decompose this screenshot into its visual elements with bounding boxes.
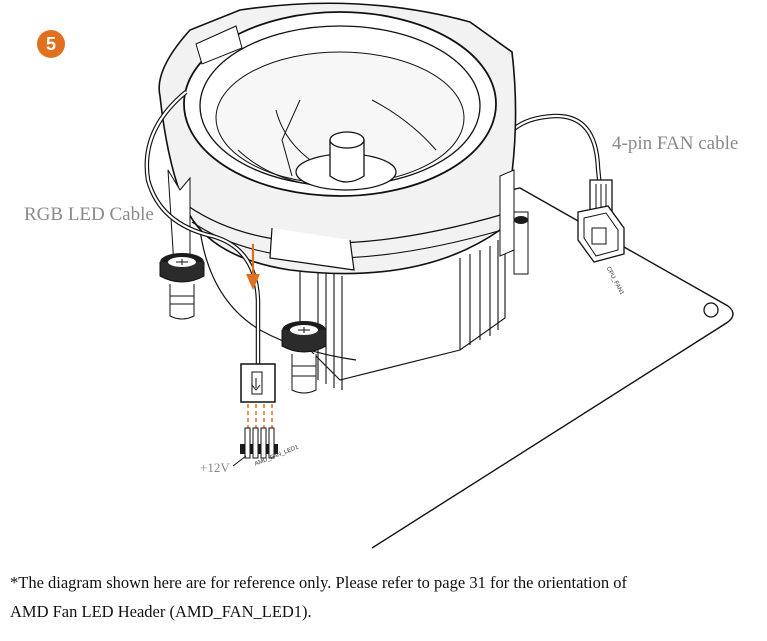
mounting-screw-left: [159, 253, 205, 320]
note-line-1: *The diagram shown here are for referenc…: [10, 573, 627, 592]
reference-note: *The diagram shown here are for referenc…: [10, 568, 755, 626]
fan-cable-label: 4-pin FAN cable: [612, 133, 739, 154]
fan-header: [577, 205, 625, 263]
fan-housing: [158, 2, 517, 361]
pin-alignment-lines: [247, 404, 273, 428]
amd-fan-led-header: [232, 427, 278, 467]
insert-direction-arrow: [246, 244, 260, 290]
rgb-cable-label: RGB LED Cable: [24, 204, 154, 225]
rgb-led-connector: [240, 363, 276, 403]
mounting-screw-right: [513, 211, 529, 275]
step-number-badge: 5: [37, 30, 65, 58]
motherboard-outline: [371, 187, 734, 549]
mounting-screw-front: [281, 321, 327, 394]
note-line-2: AMD Fan LED Header (AMD_FAN_LED1).: [10, 602, 312, 621]
fan-connector: [589, 179, 613, 215]
mounting-hole: [703, 302, 719, 318]
voltage-label: +12V: [200, 460, 230, 475]
